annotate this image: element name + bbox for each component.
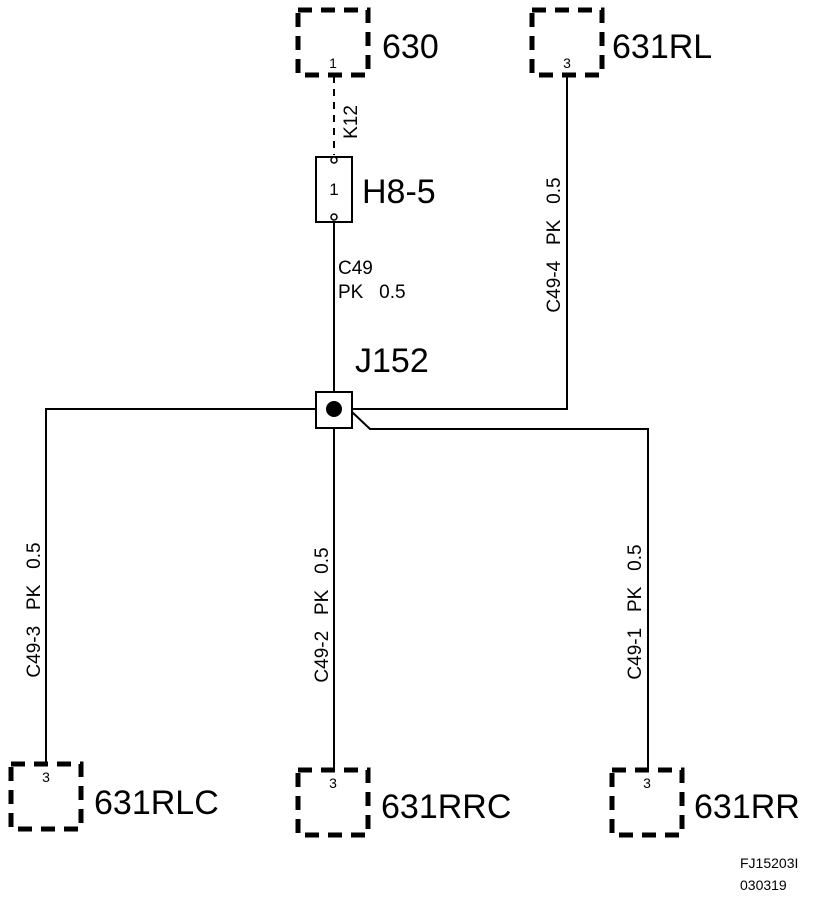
connector-631rl-label: 631RL [612,28,712,66]
connector-631rl-pin: 3 [563,55,571,71]
connector-631rr-label: 631RR [694,788,800,826]
connector-631rrc-pin: 3 [329,775,337,791]
connector-631rlc-label: 631RLC [94,784,219,822]
wire-c49-label-line2: PK 0.5 [338,282,406,303]
wire-c49-label-line1: C49 [338,258,373,279]
fuse-pin: 1 [329,180,338,199]
junction-label: J152 [355,342,429,380]
connector-631rlc[interactable]: 3 631RLC [8,761,219,832]
connector-631rl[interactable]: 3 631RL [529,7,712,78]
wire-c49-3[interactable] [45,408,316,762]
wire-k12-label: K12 [341,105,362,139]
wire-c49-4[interactable] [352,76,568,410]
wire-c49-2-label: C49-2 PK 0.5 [312,547,333,682]
connector-631rrc-label: 631RRC [381,788,511,826]
wire-c49-1-label: C49-1 PK 0.5 [625,544,646,679]
connector-631rrc[interactable]: 3 631RRC [295,767,511,838]
wire-c49-3-label: C49-3 PK 0.5 [24,542,45,677]
fuse-label: H8-5 [362,173,436,211]
connector-631rlc-pin: 3 [42,769,50,785]
fuse-h8-5[interactable]: 1 H8-5 [315,156,436,223]
junction-j152[interactable]: J152 [315,342,429,429]
connector-630-label: 630 [382,28,439,66]
reference-code: FJ15203I [740,855,798,871]
connector-631rr-pin: 3 [643,775,651,791]
wire-c49-1[interactable] [351,411,649,768]
connector-630-pin: 1 [329,55,337,71]
wire-c49-4-label: C49-4 PK 0.5 [544,177,565,312]
connector-630[interactable]: 1 630 [295,7,439,78]
connector-631rr[interactable]: 3 631RR [609,767,800,838]
reference-date: 030319 [740,877,787,893]
